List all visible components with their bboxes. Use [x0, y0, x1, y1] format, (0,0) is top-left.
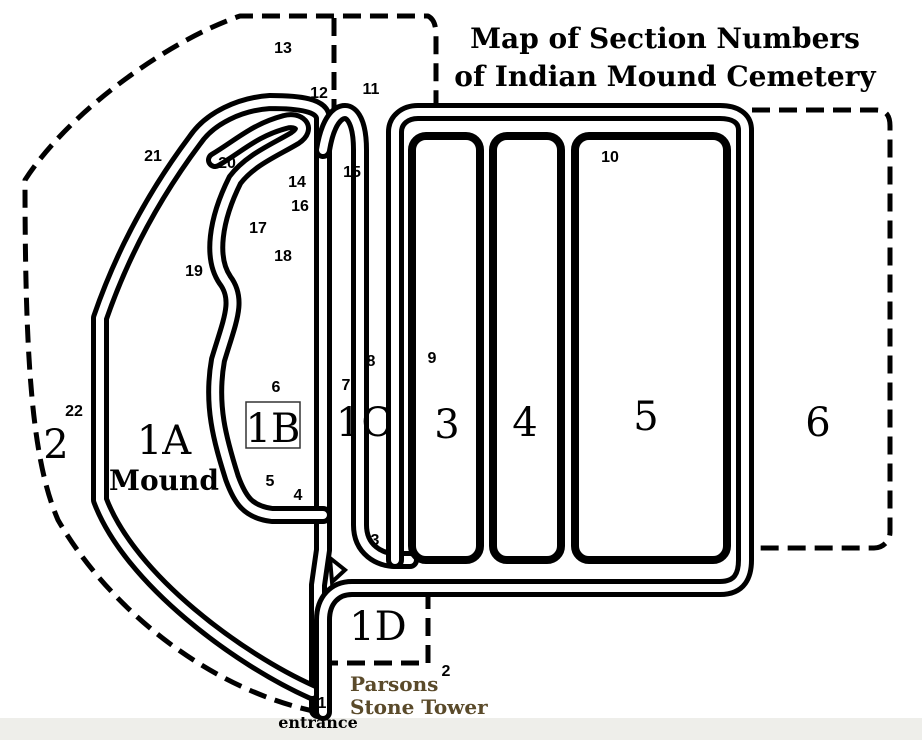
mound-label: Mound: [109, 464, 219, 497]
bottom-strip: [0, 718, 922, 740]
block-section-5: [571, 132, 731, 564]
triangle-island: [327, 553, 349, 587]
marker-7: 7: [342, 377, 351, 394]
marker-22: 22: [65, 403, 83, 420]
boundary-west-dashed: [22, 13, 439, 715]
section-1D-label: 1D: [349, 604, 407, 650]
marker-15: 15: [343, 164, 361, 181]
marker-13: 13: [274, 40, 292, 57]
title-line-1: Map of Section Numbers: [470, 22, 860, 55]
marker-6: 6: [272, 379, 281, 396]
marker-9: 9: [428, 350, 437, 367]
marker-19: 19: [185, 263, 203, 280]
marker-18: 18: [274, 248, 292, 265]
road-inner-loop-inner: [211, 117, 327, 519]
road-1D-access-inner: [319, 108, 749, 716]
marker-3: 3: [371, 532, 380, 549]
block-section-3: [408, 132, 484, 564]
road-outer-loop-inner: [96, 98, 327, 714]
marker-20: 20: [218, 155, 236, 172]
marker-16: 16: [291, 198, 309, 215]
marker-12: 12: [310, 85, 328, 102]
marker-1: 1: [318, 695, 327, 712]
stone-tower-label: Stone Tower: [350, 695, 488, 719]
road-1C-loop-inner: [319, 108, 414, 564]
section-1C-label: 1C: [336, 400, 392, 446]
boundary-section-6: [752, 107, 893, 551]
section-4-label: 4: [512, 400, 537, 446]
entrance-label: entrance: [278, 713, 358, 732]
section-6-label: 6: [805, 400, 830, 446]
marker-17: 17: [249, 220, 267, 237]
section-1A-label: 1A: [137, 418, 192, 464]
marker-21: 21: [144, 148, 162, 165]
marker-14: 14: [288, 174, 306, 191]
marker-10: 10: [601, 149, 619, 166]
marker-4: 4: [294, 487, 303, 504]
marker-11: 11: [363, 81, 380, 98]
marker-5: 5: [266, 473, 275, 490]
parsons-label: Parsons: [350, 672, 438, 696]
title-line-2: of Indian Mound Cemetery: [454, 60, 876, 93]
block-section-4: [489, 132, 565, 564]
marker-2: 2: [442, 663, 451, 680]
marker-8: 8: [367, 353, 376, 370]
section-2-label: 2: [43, 422, 68, 468]
section-5-label: 5: [633, 394, 658, 440]
section-1B-label: 1B: [246, 406, 301, 452]
section-3-label: 3: [434, 402, 459, 448]
section-1B-box: [245, 401, 301, 449]
